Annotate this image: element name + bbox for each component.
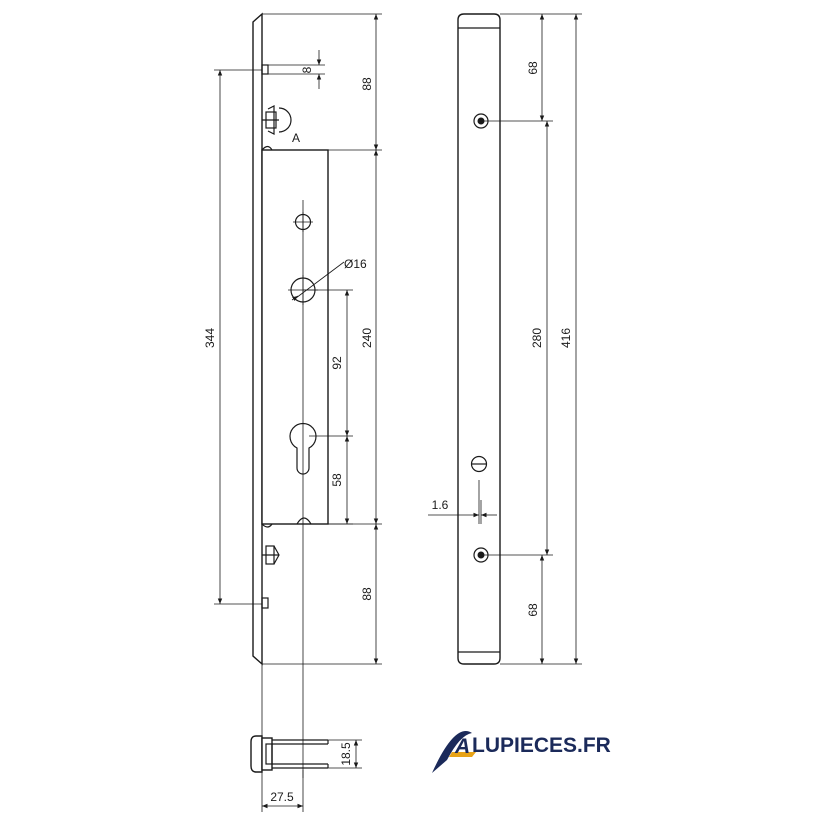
label-68-bottom: 68 (526, 603, 540, 617)
front-view (252, 12, 329, 778)
bottom-pin (261, 597, 269, 609)
label-detail-a: A (292, 131, 300, 145)
top-dimensions (261, 664, 362, 812)
label-416: 416 (559, 328, 573, 348)
label-18-5: 18.5 (339, 742, 353, 766)
label-240: 240 (360, 328, 374, 348)
top-view (250, 735, 329, 773)
logo-text: LUPIECES.FR (472, 734, 611, 757)
bottom-latch (262, 545, 280, 565)
label-8: 8 (300, 66, 314, 73)
label-92: 92 (330, 356, 344, 370)
side-dimensions (428, 13, 582, 665)
lock-case (261, 149, 329, 525)
logo-mark: A (454, 735, 470, 758)
label-27-5: 27.5 (270, 790, 294, 804)
label-68-top: 68 (526, 61, 540, 75)
label-344: 344 (203, 328, 217, 348)
top-latch (262, 105, 292, 135)
label-diam16: Ø16 (344, 257, 367, 271)
alupieces-logo: A LUPIECES.FR (432, 731, 611, 773)
label-280: 280 (530, 328, 544, 348)
side-bar (457, 13, 501, 665)
label-88-bottom: 88 (360, 587, 374, 601)
label-1-6: 1.6 (432, 498, 449, 512)
faceplate (252, 12, 263, 666)
top-pin (261, 64, 269, 75)
label-88-top: 88 (360, 77, 374, 91)
logo-swoosh-accent (449, 752, 476, 757)
logo-swoosh (432, 731, 472, 773)
front-dimensions (214, 13, 382, 665)
side-slot (470, 455, 488, 473)
side-view (457, 13, 501, 665)
dimension-labels: 88 8 A 344 Ø16 240 92 58 88 68 280 416 1… (203, 61, 573, 804)
label-58: 58 (330, 473, 344, 487)
